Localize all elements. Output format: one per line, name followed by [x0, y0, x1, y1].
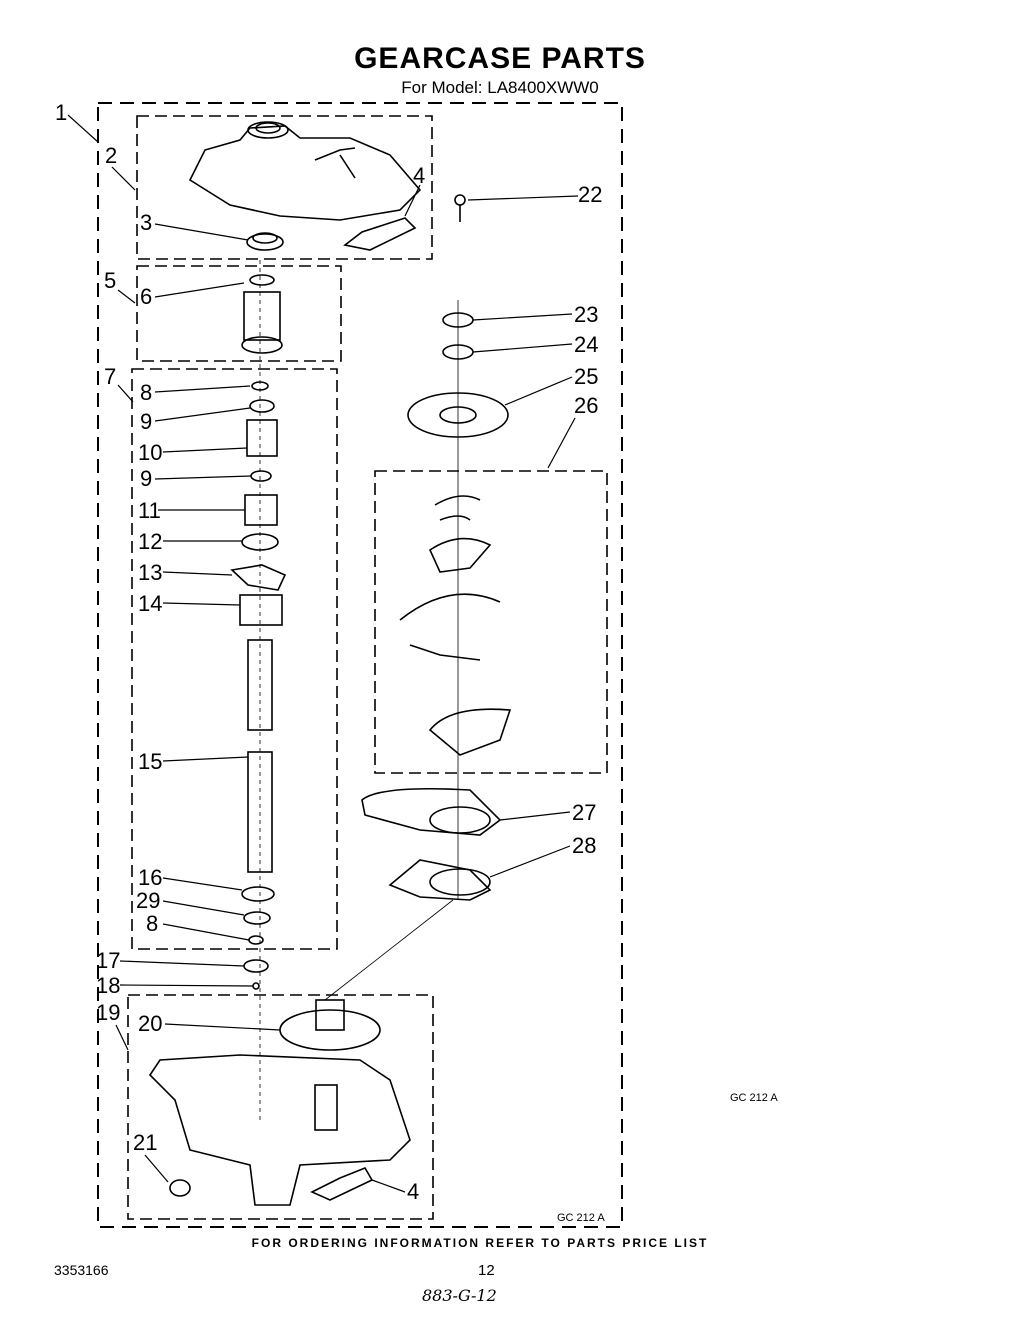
callout-13: 13	[138, 560, 162, 585]
page-title: GEARCASE PARTS	[354, 42, 646, 75]
document-number: 3353166	[54, 1262, 109, 1278]
callout-27: 27	[572, 800, 596, 825]
gc-inner-label: GC 212 A	[557, 1212, 605, 1224]
seal-part	[246, 232, 284, 251]
callout-numbers: 1 2 3 4 5 6 7 8 9 10 9 11 12 13 14 15 16…	[55, 100, 602, 1204]
callout-6: 6	[140, 284, 152, 309]
callout-22: 22	[578, 182, 602, 207]
callout-11: 11	[138, 498, 161, 523]
callout-7: 7	[104, 364, 116, 389]
callout-3: 3	[140, 210, 152, 235]
callout-20: 20	[138, 1011, 162, 1036]
callout-8-bottom: 8	[146, 911, 158, 936]
shaft-subassembly-box	[131, 368, 338, 950]
callout-28: 28	[572, 833, 596, 858]
pinion-gear-part	[241, 274, 283, 354]
callout-12: 12	[138, 529, 162, 554]
callout-18: 18	[96, 973, 120, 998]
callout-2: 2	[105, 143, 117, 168]
callout-5: 5	[104, 268, 116, 293]
gc-side-label: GC 212 A	[730, 1092, 778, 1104]
model-subtitle: For Model: LA8400XWW0	[401, 78, 599, 97]
callout-24: 24	[574, 332, 598, 357]
callout-1: 1	[55, 100, 67, 125]
callout-21: 21	[133, 1130, 157, 1155]
callout-19: 19	[96, 1000, 120, 1025]
gearcase-cover-part	[188, 121, 422, 221]
case-subassembly-box	[127, 994, 434, 1220]
callout-14: 14	[138, 591, 162, 616]
right-stack-parts	[361, 300, 512, 901]
callout-16: 16	[138, 865, 162, 890]
gear-case-base-part	[148, 899, 454, 1206]
callout-8-top: 8	[140, 380, 152, 405]
callout-23: 23	[574, 302, 598, 327]
leader-lines	[67, 114, 579, 1193]
assembly-outline	[97, 102, 623, 1228]
ordering-note: FOR ORDERING INFORMATION REFER TO PARTS …	[251, 1236, 709, 1250]
screw-part	[454, 194, 466, 222]
callout-17: 17	[96, 948, 120, 973]
callout-4-top: 4	[413, 163, 425, 188]
handwritten-note: 883-G-12	[422, 1286, 497, 1305]
page-number: 12	[478, 1262, 495, 1279]
callout-9-bottom: 9	[140, 466, 152, 491]
callout-4-bottom: 4	[407, 1179, 419, 1204]
cover-subassembly-box	[136, 115, 433, 260]
callout-15: 15	[138, 749, 162, 774]
callout-29: 29	[136, 888, 160, 913]
callout-25: 25	[574, 364, 598, 389]
crank-subassembly-box	[374, 470, 608, 774]
callout-26: 26	[574, 393, 598, 418]
callout-9-top: 9	[140, 409, 152, 434]
callout-10: 10	[138, 440, 162, 465]
shaft-stack-parts	[230, 260, 287, 1120]
grease-tube-part	[343, 217, 417, 251]
pinion-subassembly-box	[136, 265, 342, 362]
